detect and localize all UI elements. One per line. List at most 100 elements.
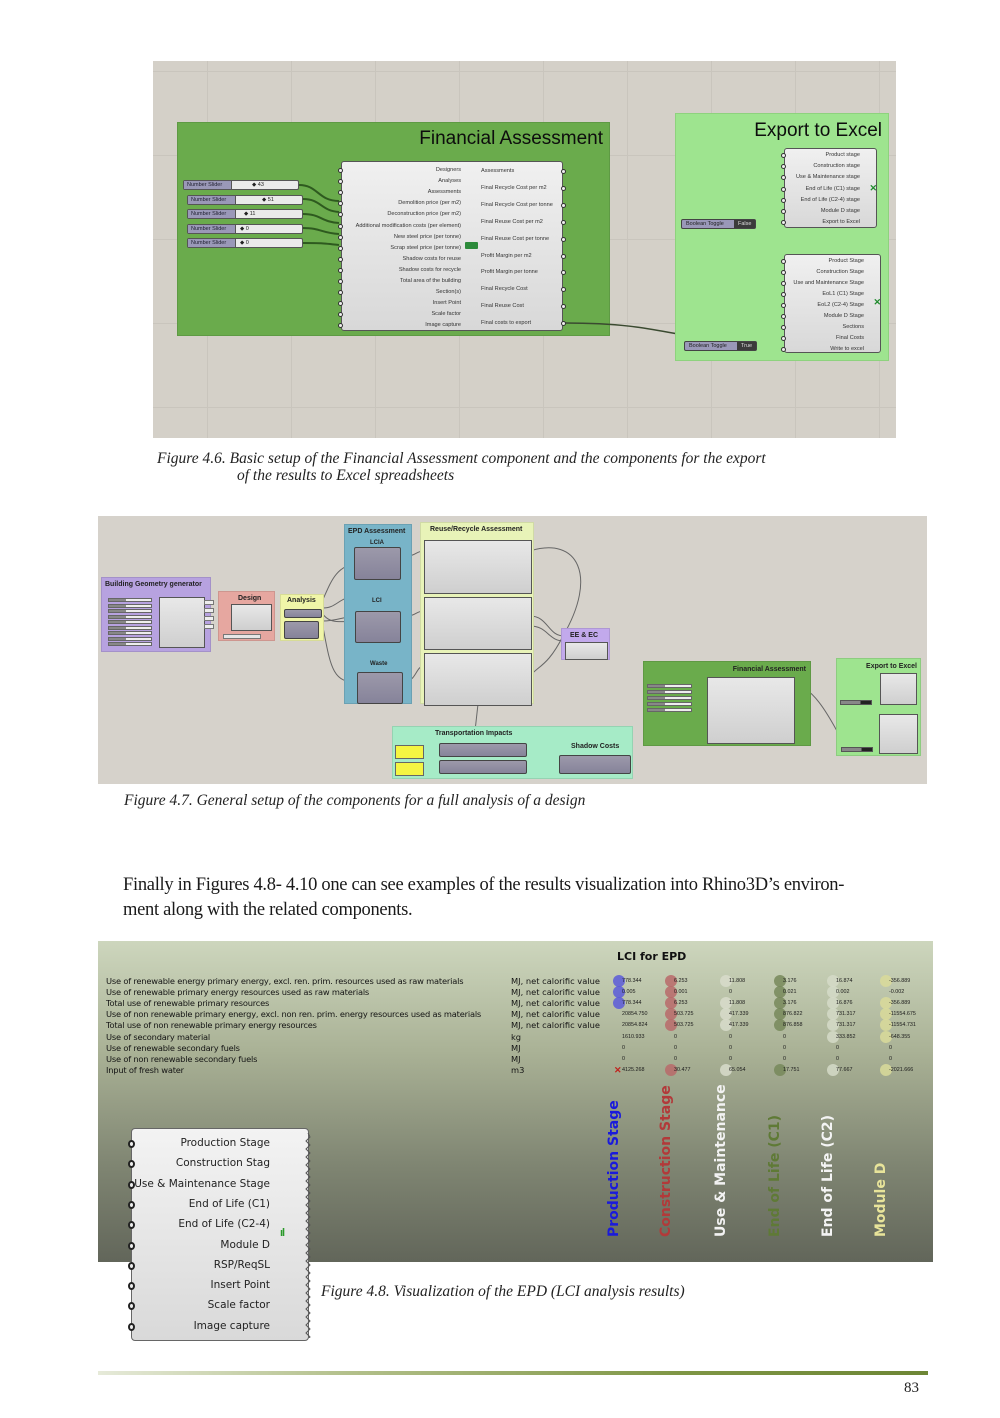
mini-slider[interactable] [108,598,152,602]
input-port[interactable] [128,1221,135,1230]
input-port[interactable] [781,164,786,170]
input-port[interactable] [128,1160,135,1169]
mini-slider[interactable] [647,690,692,694]
lci-component[interactable] [355,611,401,643]
transport-component-1[interactable] [439,743,527,757]
input-port[interactable] [338,312,343,318]
input-port[interactable] [781,153,786,158]
output-port[interactable] [561,304,566,310]
mini-slider[interactable] [108,603,152,608]
input-port[interactable] [338,256,343,262]
input-port[interactable] [338,201,343,207]
output-port[interactable] [561,321,566,327]
output-port[interactable] [561,202,566,208]
toggle-small-1[interactable] [840,700,872,705]
input-port[interactable] [338,267,343,273]
input-port[interactable] [781,314,786,319]
mini-slider[interactable] [108,620,152,624]
mini-slider[interactable] [108,609,152,613]
financial-component-small[interactable] [707,677,795,744]
design-slider[interactable] [223,634,261,639]
mini-slider[interactable] [108,636,152,641]
output-port[interactable] [561,253,566,259]
input-port[interactable] [338,323,343,329]
input-port[interactable] [128,1241,135,1250]
transport-input-1[interactable] [395,745,424,759]
number-slider[interactable]: Number Slider◆ 0 [187,238,303,248]
waste-component[interactable] [357,672,403,704]
input-port[interactable] [338,301,343,307]
input-port[interactable] [781,325,786,330]
output-port[interactable] [561,219,566,225]
input-port[interactable] [338,223,343,229]
ee-ec-component[interactable] [565,642,608,660]
mini-slider[interactable] [647,684,692,688]
input-port[interactable] [781,259,786,264]
mini-slider[interactable] [647,708,692,712]
input-port[interactable] [128,1302,135,1311]
output-port[interactable] [561,236,566,242]
design-component[interactable] [231,604,272,631]
input-port[interactable] [781,281,786,286]
number-slider[interactable]: Number Slider◆ 0 [187,224,303,234]
input-port[interactable] [128,1140,135,1148]
output-port[interactable] [561,287,566,293]
lcia-component[interactable] [354,547,401,580]
input-port[interactable] [338,190,343,196]
mini-slider[interactable] [108,625,152,630]
toggle-small-2[interactable] [841,747,873,752]
boolean-toggle-2[interactable]: Boolean Toggle True [684,341,758,351]
transport-component-2[interactable] [439,760,527,774]
input-port[interactable] [338,290,343,296]
input-port[interactable] [781,336,786,341]
number-slider[interactable]: Number Slider◆ 11 [187,209,303,219]
analysis-component-1[interactable] [284,609,322,618]
input-port[interactable] [338,234,343,240]
input-port[interactable] [781,303,786,308]
input-port[interactable] [128,1282,135,1291]
input-port[interactable] [128,1200,135,1209]
input-port[interactable] [781,292,786,297]
input-port[interactable] [338,168,343,173]
transport-input-2[interactable] [395,762,424,776]
reuse-recycle-component-2[interactable] [424,597,532,650]
input-port[interactable] [128,1261,135,1270]
reuse-recycle-component-1[interactable] [424,540,532,594]
input-port[interactable] [781,220,786,226]
export-component-small-1[interactable] [880,673,917,705]
input-port[interactable] [338,179,343,185]
input-port[interactable] [781,347,786,352]
mini-slider[interactable] [108,631,152,635]
output-port[interactable] [561,169,566,174]
input-port[interactable] [338,279,343,284]
mini-slider[interactable] [108,614,152,619]
analysis-component-2[interactable] [284,621,319,639]
boolean-toggle-1[interactable]: Boolean Toggle False [681,219,757,229]
output-port[interactable] [561,270,566,276]
number-slider[interactable]: Number Slider◆ 43 [183,180,299,190]
shadow-costs-component[interactable] [559,755,631,774]
input-port[interactable] [128,1322,135,1331]
output-port[interactable] [561,185,566,191]
export-component-small-2[interactable] [879,714,918,754]
input-port[interactable] [338,212,343,218]
stage-value: 0 [674,1044,677,1051]
input-port[interactable] [338,245,343,251]
mini-slider[interactable] [647,702,692,706]
input-port[interactable] [781,186,786,192]
geometry-component[interactable] [159,597,205,648]
number-slider[interactable]: Number Slider◆ 51 [187,195,303,205]
input-port[interactable] [781,270,786,275]
mini-slider[interactable] [108,642,152,646]
input-port[interactable] [128,1180,135,1189]
input-port[interactable] [781,197,786,203]
reuse-recycle-component-3[interactable] [424,653,532,706]
input-port[interactable] [781,175,786,181]
stage-dot [827,1063,839,1076]
input-port[interactable] [781,209,786,214]
mini-slider[interactable] [647,696,692,700]
